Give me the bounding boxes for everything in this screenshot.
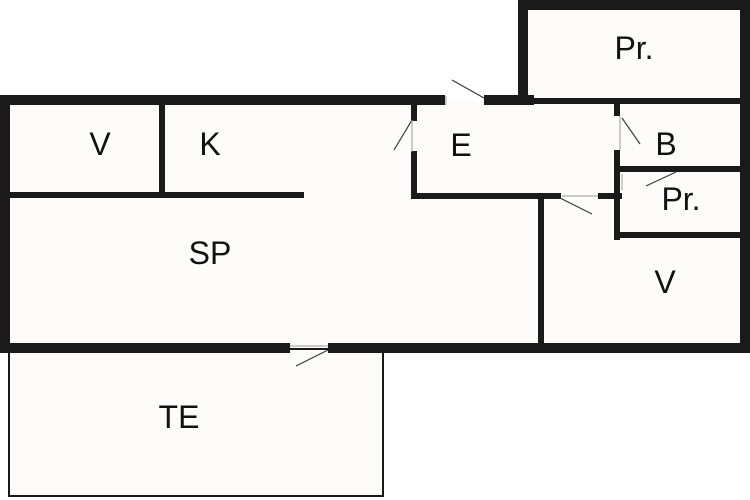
room-label-kitchen: K (199, 126, 220, 162)
room-label-v-left: V (89, 126, 111, 162)
main-floor (8, 102, 746, 348)
terrace-floor (8, 348, 382, 496)
interior-walls (10, 98, 742, 345)
room-label-bedroom: SP (189, 235, 232, 271)
door-swings (290, 79, 677, 367)
outer-walls (0, 0, 750, 353)
room-label-storage-top: Pr. (614, 30, 653, 66)
room-label-bath: B (655, 126, 676, 162)
room-label-storage-small: Pr. (661, 181, 700, 217)
room-label-entry: E (450, 127, 471, 163)
room-label-terrace: TE (159, 399, 200, 435)
storage-top-floor (524, 10, 746, 104)
room-label-v-right: V (654, 264, 676, 300)
